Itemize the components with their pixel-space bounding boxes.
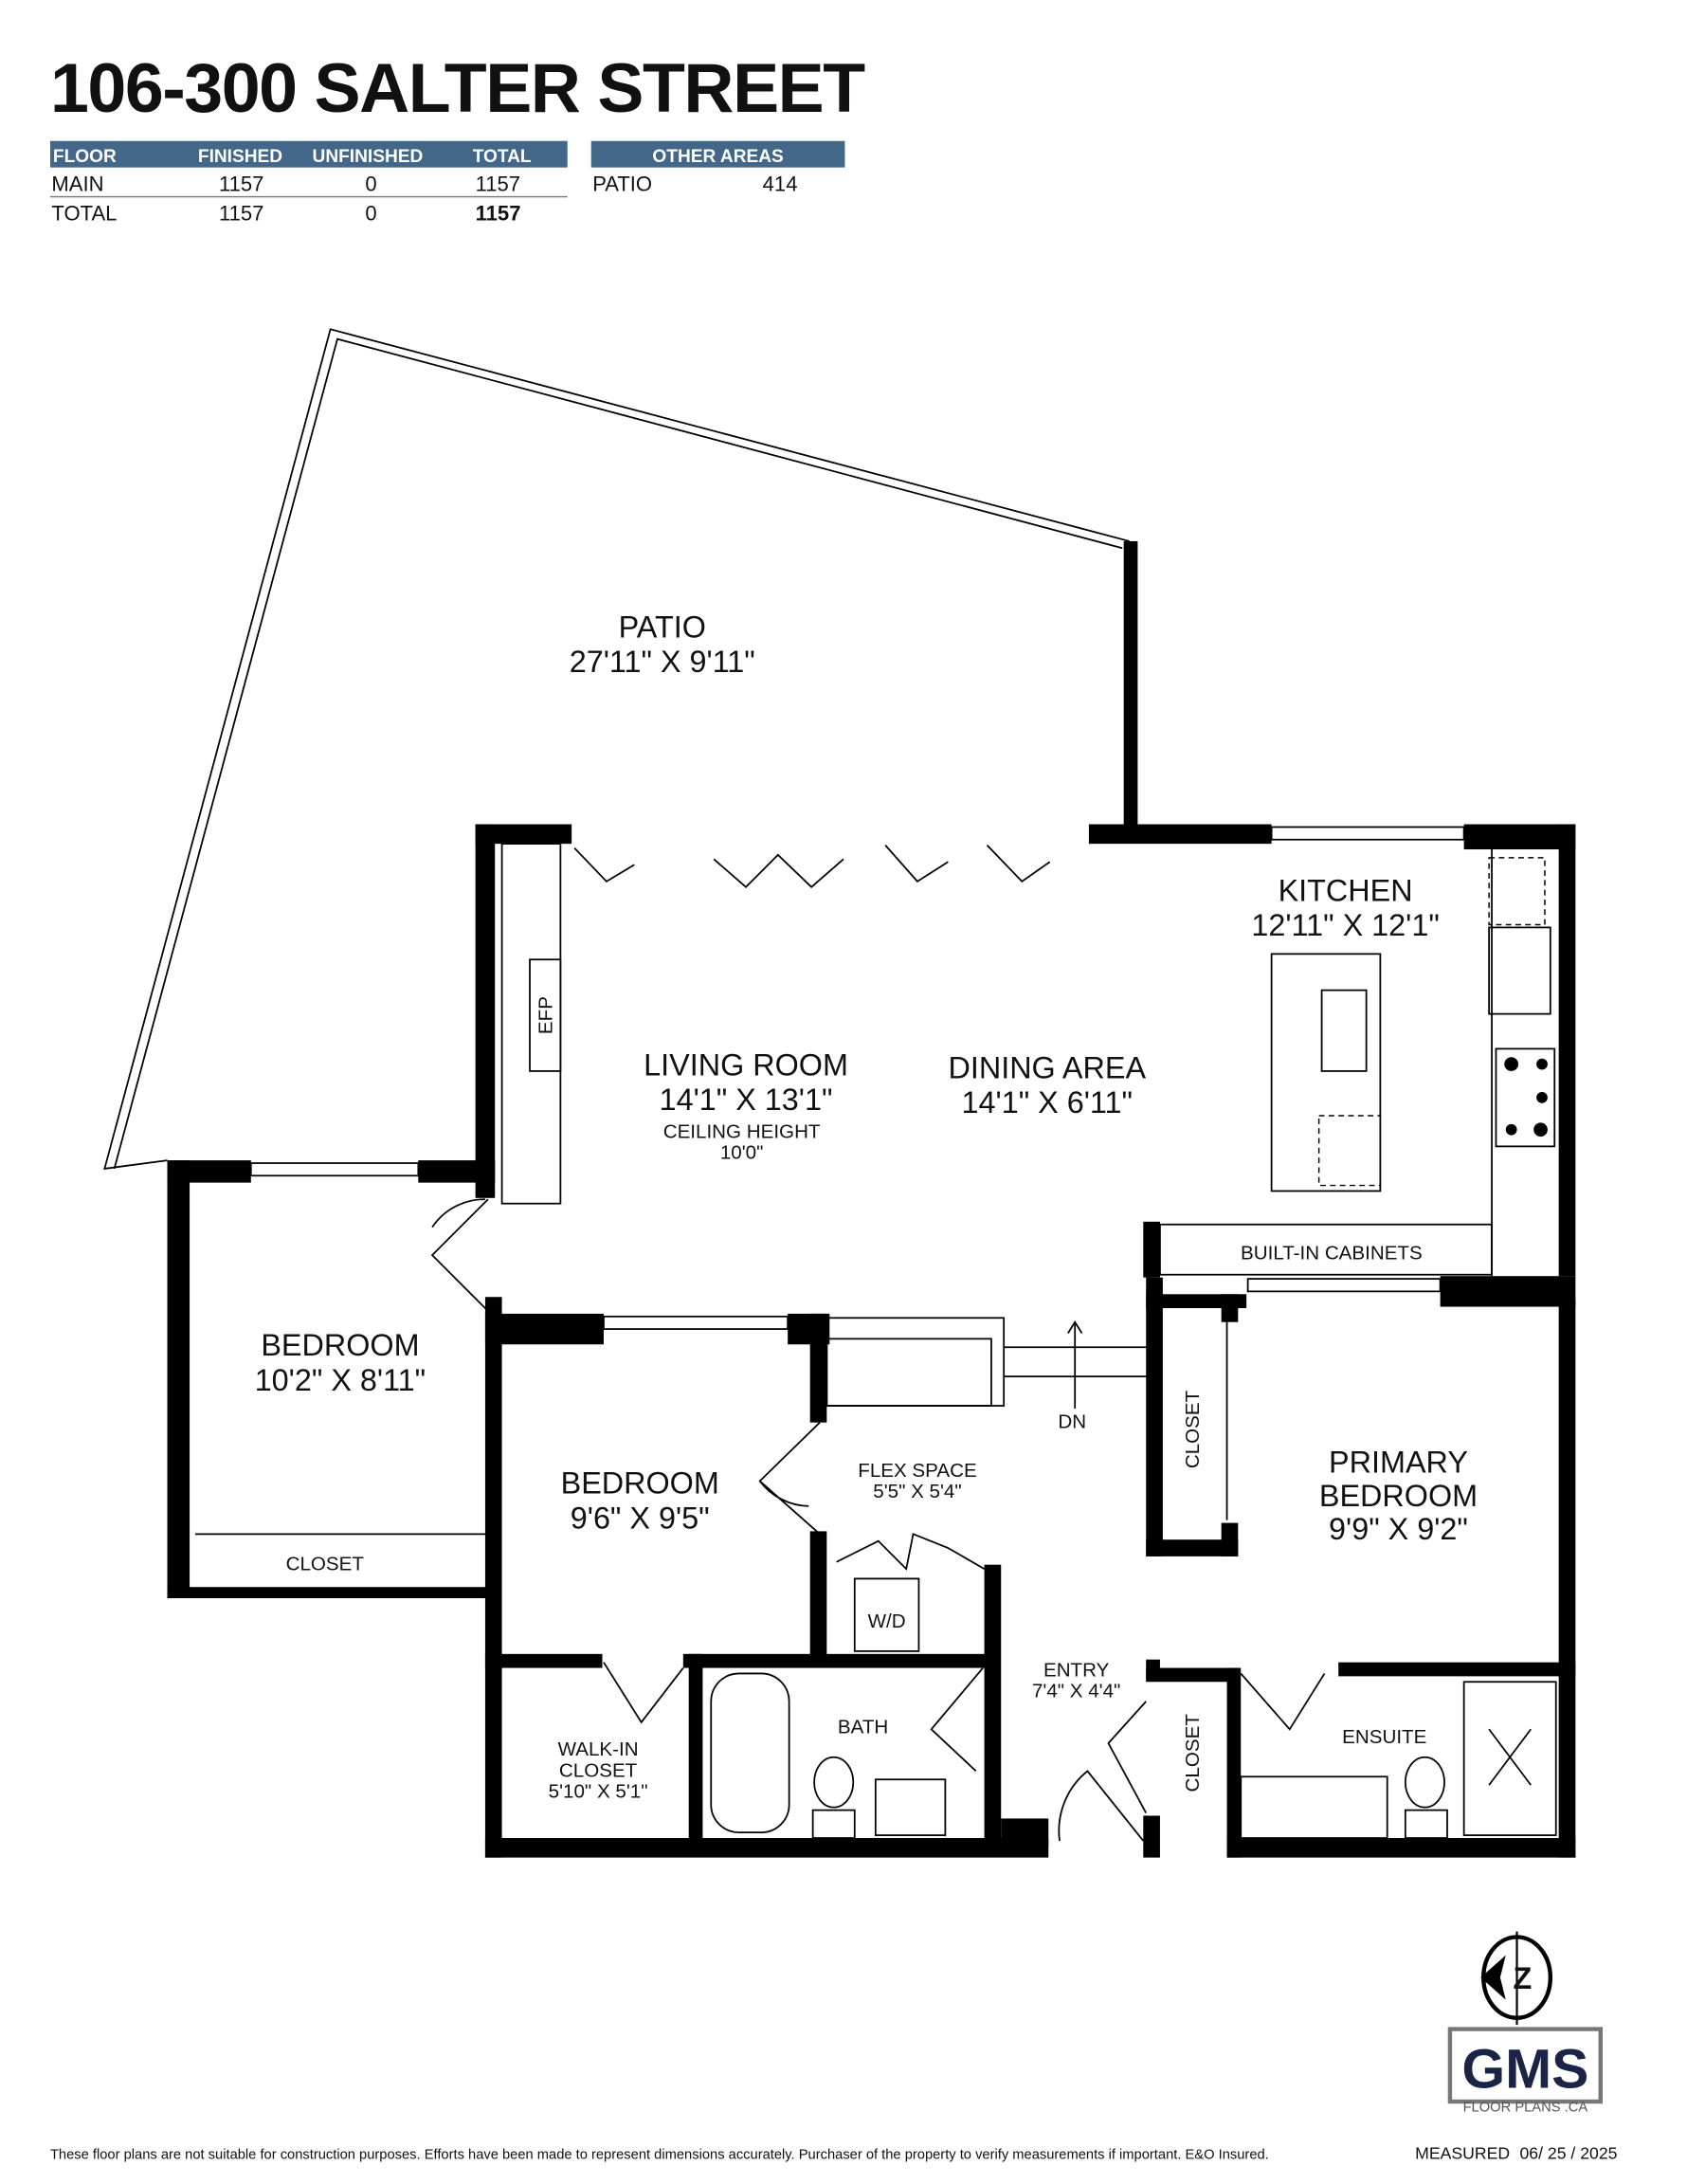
room-dim-dining: 14'1" X 6'11" <box>962 1085 1133 1119</box>
windows <box>249 826 1465 1330</box>
cooktop-icon <box>1495 1047 1556 1148</box>
floor-area-table: FLOOR FINISHED UNFINISHED TOTAL MAIN 115… <box>49 140 568 226</box>
cell: 1157 <box>476 202 521 226</box>
toilet-icon <box>1404 1756 1445 1809</box>
disclaimer: These floor plans are not suitable for c… <box>50 2147 1269 2162</box>
room-dim-patio: 27'11" X 9'11" <box>570 645 755 679</box>
wd-label: W/D <box>868 1611 906 1632</box>
closet-label: CLOSET <box>1182 1714 1204 1793</box>
room-dim-flex: 5'5" X 5'4" <box>873 1481 961 1502</box>
builtin-cabinets-label: BUILT-IN CABINETS <box>1241 1243 1423 1265</box>
washer-dryer <box>853 1577 920 1652</box>
dishwasher-icon <box>1317 1115 1382 1187</box>
kitchen-island <box>1270 953 1382 1192</box>
room-name-flex: FLEX SPACE <box>858 1460 976 1482</box>
room-name-bedroom-1: BEDROOM <box>261 1328 419 1362</box>
table-row: TOTAL 1157 0 1157 <box>51 202 520 226</box>
ensuite-vanity <box>1240 1775 1388 1839</box>
vanity-sink-icon <box>874 1778 947 1836</box>
cell: PATIO <box>592 173 652 196</box>
col-unfinished: UNFINISHED <box>313 147 424 167</box>
cell: 1157 <box>476 173 520 196</box>
gms-logo: Z GMS FLOOR PLANS .CA <box>1447 1931 1603 2115</box>
measured-label: MEASURED <box>1415 2143 1510 2162</box>
oven-icon <box>1488 926 1551 1015</box>
measured-date: 06/ 25 / 2025 <box>1519 2143 1617 2162</box>
cell: 1157 <box>219 202 263 226</box>
cell: MAIN <box>51 173 103 196</box>
north-arrow-icon <box>1480 1955 1506 2000</box>
room-dim-bedroom-1: 10'2" X 8'11" <box>255 1363 426 1397</box>
svg-text:Z: Z <box>1514 1961 1533 1995</box>
room-name-living: LIVING ROOM <box>644 1047 848 1082</box>
room-dim-living: 14'1" X 13'1" <box>660 1083 833 1117</box>
room-labels: PATIO 27'11" X 9'11" KITCHEN 12'11" X 12… <box>255 610 1478 1802</box>
col-floor: FLOOR <box>53 147 117 167</box>
cell: 0 <box>365 202 376 226</box>
fireplace <box>529 958 562 1072</box>
table-header-bg <box>590 140 845 168</box>
sink-icon <box>1320 989 1368 1072</box>
burner-icons <box>1504 1057 1548 1138</box>
cell: 0 <box>365 173 376 196</box>
room-dim-walkin: 5'10" X 5'1" <box>549 1780 648 1802</box>
ceiling-height-label: CEILING HEIGHT <box>663 1121 821 1143</box>
room-name-bedroom-2: BEDROOM <box>561 1466 719 1501</box>
closet-label: CLOSET <box>286 1554 365 1575</box>
room-name-patio: PATIO <box>619 610 706 644</box>
room-dim-kitchen: 12'11" X 12'1" <box>1251 908 1439 942</box>
logo-subtext: FLOOR PLANS .CA <box>1463 2100 1588 2115</box>
room-name-primary-2: BEDROOM <box>1319 1479 1478 1513</box>
cell: 1157 <box>219 173 263 196</box>
room-name-ensuite: ENSUITE <box>1342 1726 1426 1748</box>
shower-icon <box>1462 1681 1557 1836</box>
fridge-icon <box>1488 857 1546 926</box>
fixtures <box>500 843 1557 1839</box>
room-dim-primary: 9'9" X 9'2" <box>1329 1512 1468 1546</box>
efp-label: EFP <box>535 996 557 1034</box>
room-name-kitchen: KITCHEN <box>1279 873 1413 907</box>
room-name-entry: ENTRY <box>1043 1659 1110 1681</box>
walls <box>167 540 1576 1858</box>
table-header-bg <box>49 140 568 168</box>
bathtub-icon <box>710 1672 790 1834</box>
page-title: 106-300 SALTER STREET <box>50 48 865 127</box>
room-dim-entry: 7'4" X 4'4" <box>1032 1680 1120 1702</box>
doors <box>194 845 1326 1842</box>
cell: TOTAL <box>51 202 117 226</box>
stairs <box>825 1317 1147 1409</box>
patio-outline <box>103 328 1130 1170</box>
closet-label: CLOSET <box>1182 1390 1204 1468</box>
table-row: MAIN 1157 0 1157 <box>51 173 520 196</box>
room-name-walkin-2: CLOSET <box>559 1759 638 1781</box>
toilet-icon <box>813 1756 855 1809</box>
other-areas-table: OTHER AREAS PATIO 414 <box>590 140 845 196</box>
ceiling-height-value: 10'0" <box>720 1142 764 1164</box>
col-finished: FINISHED <box>198 147 282 167</box>
logo-text: GMS <box>1461 2038 1588 2100</box>
cell: 414 <box>763 173 798 196</box>
room-name-bath: BATH <box>838 1717 888 1738</box>
col-total: TOTAL <box>473 147 532 167</box>
room-name-primary-1: PRIMARY <box>1329 1446 1468 1480</box>
col-other-areas: OTHER AREAS <box>652 147 783 167</box>
room-dim-bedroom-2: 9'6" X 9'5" <box>571 1501 710 1535</box>
stairs-down-label: DN <box>1058 1411 1086 1433</box>
room-name-walkin-1: WALK-IN <box>558 1738 639 1760</box>
room-name-dining: DINING AREA <box>948 1050 1146 1084</box>
